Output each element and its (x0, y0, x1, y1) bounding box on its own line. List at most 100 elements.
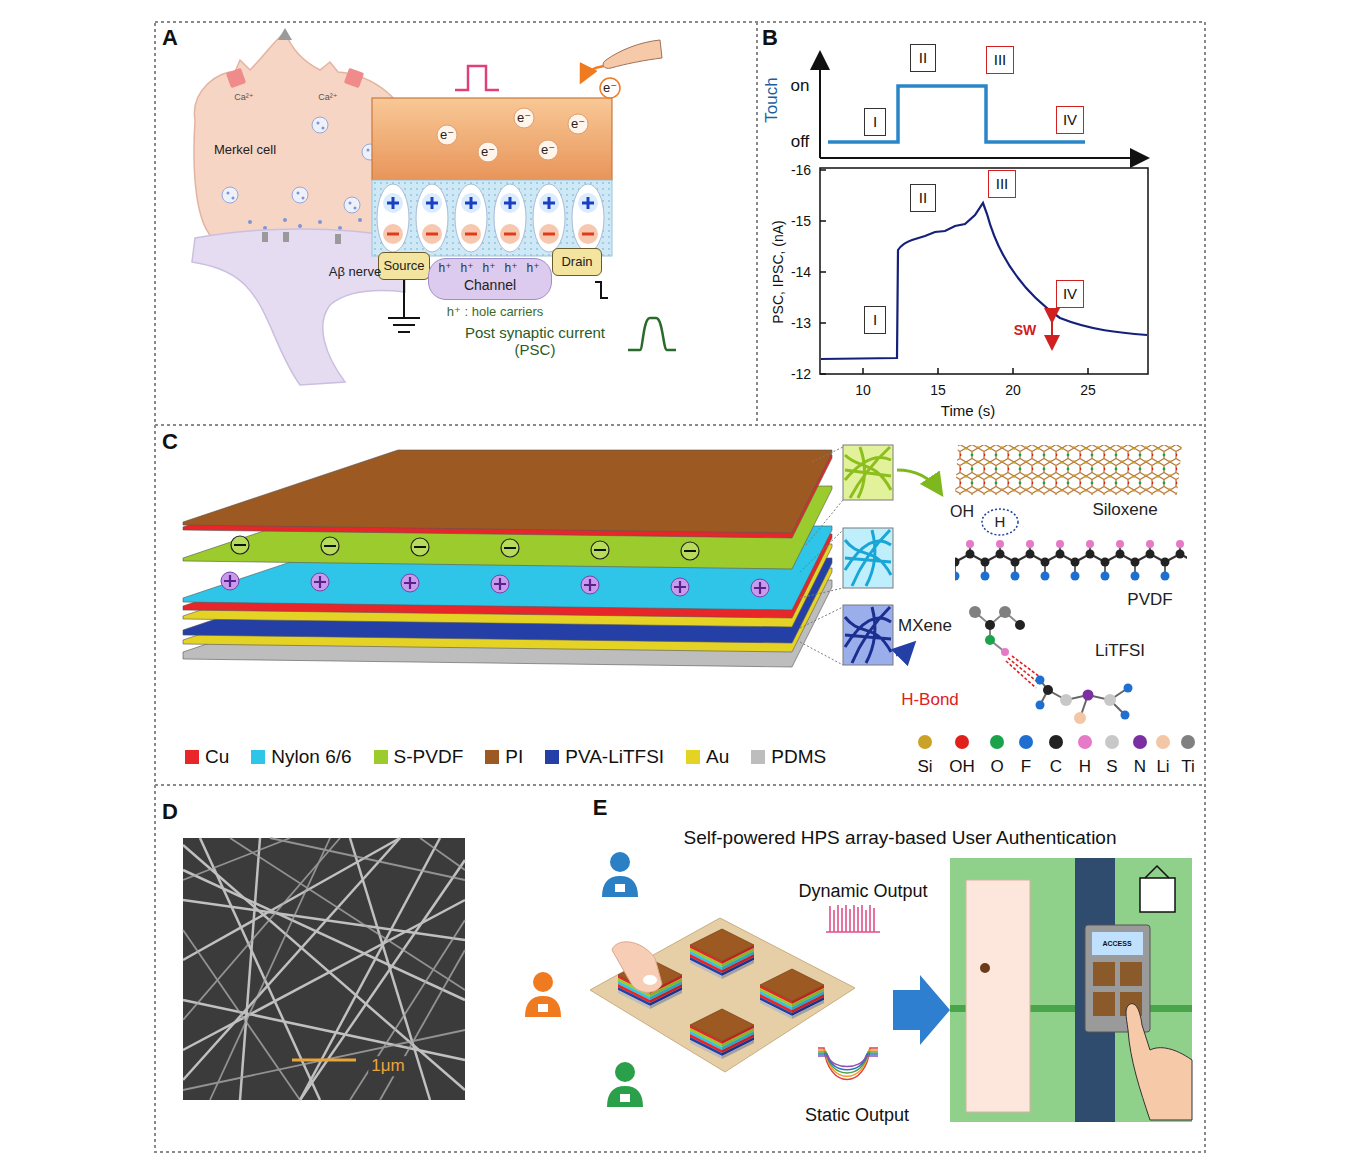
nerve-drawing (262, 232, 268, 242)
tick-label: -12 (791, 366, 811, 382)
door-scene (1145, 866, 1169, 878)
sem-image (183, 845, 465, 1090)
sem-image (380, 950, 465, 1100)
sensor-array (612, 942, 662, 993)
merkel-cell-drawing (312, 117, 328, 133)
legend-swatch (751, 750, 765, 764)
door-scene (950, 858, 1192, 1122)
panel-letter: E (593, 795, 608, 820)
marker-label: SW (1014, 322, 1037, 338)
user-icon (533, 972, 553, 992)
output-signal (818, 1050, 878, 1076)
node-text: Channel (464, 278, 516, 293)
charge-symbol (224, 575, 766, 594)
electrode-layer (568, 114, 588, 134)
atom-label: H (995, 513, 1006, 530)
door-scene (1126, 1004, 1192, 1120)
dielectric-layer (387, 233, 594, 236)
dielectric-layer (387, 197, 594, 209)
legend-dot (1105, 735, 1119, 749)
screen-text: ACCESS (1102, 940, 1131, 948)
molecule-drawing (1074, 712, 1086, 724)
user-icon (607, 1086, 643, 1107)
merkel-cell-drawing (349, 202, 352, 205)
legend-text: S-PVDF (394, 746, 464, 768)
dielectric-layer (372, 180, 612, 256)
door-scene (950, 858, 1192, 1122)
note-label: h⁺ : hole carriers (447, 305, 543, 320)
legend-dot (990, 735, 1004, 749)
stage-box: I (864, 108, 886, 136)
current-chart (820, 170, 1088, 374)
panel-border (756, 22, 758, 425)
merkel-cell-drawing (297, 192, 300, 195)
touch-chart (820, 54, 1146, 158)
panel-letter: A (162, 25, 178, 50)
signal-label: Post synaptic current (PSC) (450, 324, 620, 359)
sem-image (300, 860, 465, 1100)
transistor-electrode: Drain (552, 248, 602, 276)
door-scene (980, 963, 990, 973)
legend-text: Li (1156, 757, 1169, 777)
panel-letter: D (162, 799, 178, 824)
axis-title: Touch (762, 77, 782, 122)
legend-text: Si (917, 757, 932, 777)
fiber-inset (843, 445, 893, 500)
sem-image (183, 1030, 465, 1090)
legend-swatch (545, 750, 559, 764)
dielectric-layer (572, 184, 604, 252)
tick-label: -16 (791, 162, 811, 178)
fiber-inset (845, 607, 891, 663)
molecule-drawing (982, 509, 1018, 535)
molecule-drawing (985, 620, 995, 630)
output-signal (818, 1052, 878, 1073)
current-chart (821, 203, 1147, 359)
electron-label: e⁻ (603, 81, 617, 96)
ground-symbol (388, 317, 420, 319)
sensor-array (760, 969, 824, 1019)
molecule-drawing (1036, 676, 1045, 685)
electron-label: e⁻ (541, 143, 555, 158)
carrier-label: h⁺ (482, 262, 495, 276)
carrier-label: h⁺ (438, 262, 451, 276)
charge-symbol (231, 536, 699, 560)
user-icon (602, 876, 638, 897)
molecule-label: MXene (898, 616, 952, 636)
sensor-array (690, 929, 754, 979)
electrode-layer (437, 108, 588, 162)
ground-symbol (595, 282, 608, 298)
molecule-label: Siloxene (1092, 500, 1157, 520)
transistor-electrode: Source (378, 252, 430, 280)
panel-border (155, 22, 1205, 1152)
axis-level: on (791, 76, 810, 96)
fiber-inset (843, 528, 893, 588)
merkel-cell-drawing (317, 122, 320, 125)
tick-label: -13 (791, 315, 811, 331)
fiber-inset (845, 530, 891, 586)
fiber-inset (845, 447, 891, 498)
stage-box: IV (1056, 280, 1084, 308)
output-label: Static Output (805, 1105, 909, 1126)
sem-image (183, 900, 465, 940)
axis-title: PSC, IPSC, (nA) (770, 220, 786, 323)
electron-label: e⁻ (481, 145, 495, 160)
panel-title: Self-powered HPS array-based User Authen… (683, 827, 1116, 849)
node-text: II (919, 50, 927, 67)
ground-symbol (398, 331, 410, 333)
current-chart (820, 168, 1148, 374)
electrode-layer (538, 140, 558, 160)
merkel-cell-drawing (367, 149, 370, 152)
door-scene (1120, 962, 1142, 986)
node-text: IV (1063, 112, 1077, 129)
tick-label: 20 (1005, 382, 1021, 398)
merkel-cell-drawing (278, 28, 292, 40)
dielectric-layer (383, 193, 598, 213)
nerve-label: Aβ nerve (329, 265, 381, 280)
sem-image (270, 838, 465, 880)
sensor-array (643, 975, 657, 985)
molecule-drawing (1015, 620, 1025, 630)
pulse-symbol (628, 318, 676, 350)
legend-dot (1181, 735, 1195, 749)
